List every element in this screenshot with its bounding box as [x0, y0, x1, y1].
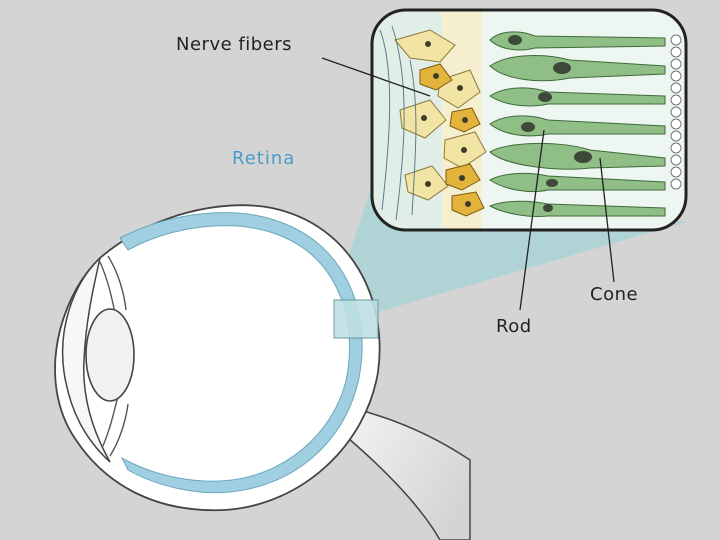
label-rod: Rod [496, 316, 532, 337]
retina-inset [370, 8, 688, 232]
lens [85, 308, 135, 402]
rod-leader [519, 129, 545, 311]
cornea [61, 255, 111, 463]
ciliary-body-bottom [101, 395, 129, 457]
label-cone: Cone [590, 284, 638, 305]
inset-nuclei [421, 41, 471, 207]
label-nerve-fibers: Nerve fibers [176, 34, 292, 55]
photoreceptor-layer [488, 31, 666, 217]
retina-layer [119, 212, 363, 494]
pigment-layer [670, 34, 682, 190]
nerve-fiber-lines [379, 25, 417, 221]
retina-patch [333, 299, 379, 339]
nerve-fibers-leader [321, 57, 431, 97]
label-retina: Retina [232, 148, 295, 169]
cone-leader [599, 157, 615, 283]
optic-nerve [347, 407, 471, 540]
photoreceptor-nuclei [508, 35, 592, 212]
sclera [54, 204, 381, 512]
